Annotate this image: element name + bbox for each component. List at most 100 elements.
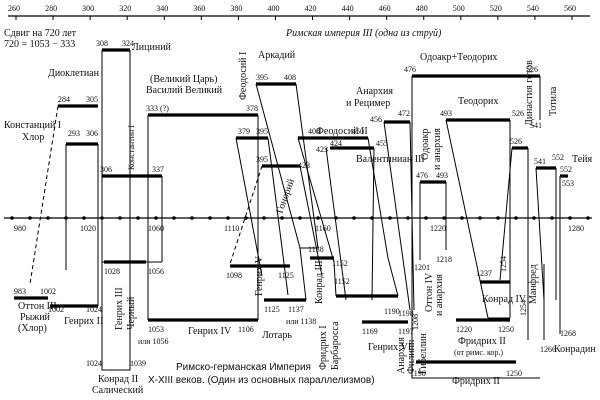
ruler-henry4-name: Генрих IV: [188, 326, 232, 337]
ruler-theodoric-left: [445, 119, 489, 319]
ruler-otto4-name: Оттон IV: [424, 272, 435, 312]
ruler-henry4-year-alt: или 1056: [138, 337, 169, 346]
connector-theodosius2-right-end: [387, 257, 399, 297]
ruler-constantius-year-start: 293: [68, 129, 80, 138]
caption-line2: X-XIII веков. (Один из основных параллел…: [148, 375, 375, 386]
ruler-arcadius-right: [295, 83, 319, 249]
ruler-otto4-year-start: 1201: [414, 263, 430, 272]
ruler-henry6-year-end: 1197: [398, 327, 414, 336]
ruler-anarchy-name2: и Рецимер: [346, 98, 390, 109]
ruler-honorius-dash: [229, 165, 263, 265]
ruler-teia-name: Тейя: [572, 154, 593, 165]
ruler-conrad4-year-start: 1237: [476, 269, 492, 278]
ruler-henry3-name2: Черный: [126, 296, 137, 330]
ruler-anarchy-year-start: 456: [370, 115, 382, 124]
middle-axis-dot: [406, 216, 410, 220]
middle-axis-dot: [514, 216, 518, 220]
ruler-theodosius-connector2: [267, 137, 289, 296]
middle-axis-dot: [316, 216, 320, 220]
ruler-honorius-year-start: 395: [256, 155, 268, 164]
ruler-henry5-year-start: 1098: [226, 271, 242, 280]
top-axis-tick-label: 280: [45, 4, 57, 13]
connector-theodosius2-barbarossa: [333, 261, 337, 297]
ruler-conrad3-year-start: 1138: [308, 245, 324, 254]
middle-axis-dot: [208, 216, 212, 220]
ruler-teia-year-start: 552: [560, 165, 572, 174]
ruler-odoacer-year-start: 476: [416, 171, 428, 180]
middle-axis-dot: [478, 216, 482, 220]
ruler-conradin-name: Конрадин: [554, 344, 596, 355]
ruler-valentinian-left: [325, 147, 347, 301]
ruler-constantine-year-end: 337: [152, 165, 164, 174]
ruler-conrad2-year-end: 1039: [130, 359, 146, 368]
ruler-constantine-name: Константин I: [127, 125, 136, 170]
ruler-odoacer-theodoric-frame: [411, 76, 540, 379]
ruler-teia-year-end: 553: [562, 179, 574, 188]
ruler-henry6-year-start: 1169: [362, 327, 378, 336]
ruler-odoacer-year-end: 493: [436, 171, 448, 180]
ruler-arcadius-year-start: 395: [256, 73, 268, 82]
ruler-basil-year-start: 333 (?): [146, 104, 169, 113]
ruler-henry2-year-end: 1024: [86, 305, 102, 314]
middle-axis-dot: [550, 216, 554, 220]
axis-label-980: 980: [14, 224, 26, 233]
ruler-otto4-name2: и анархия: [434, 274, 445, 316]
top-axis-tick-label: 400: [267, 4, 279, 13]
ruler-theodoric-name: Теодорих: [458, 96, 498, 107]
ruler-otto3-name2: Рыжий: [20, 312, 51, 323]
ruler-diocletian-dash: [29, 105, 59, 285]
middle-axis-dot: [10, 216, 14, 220]
ruler-theodosius-year-end: 395: [256, 127, 268, 136]
ruler-henry2-name: Генрих II: [64, 316, 103, 327]
ruler-honorius-year-end: 423: [298, 161, 310, 170]
axis-label-1020: 1020: [80, 224, 96, 233]
top-axis-tick-label: 440: [342, 4, 354, 13]
ruler-conrad2-year-start: 1024: [86, 359, 102, 368]
middle-axis-dot: [532, 216, 536, 220]
top-axis-tick-label: 360: [193, 4, 205, 13]
ruler-theodosius-year-start: 379: [238, 127, 250, 136]
middle-axis-dot: [460, 216, 464, 220]
ruler-conrad3-name: Конрад III: [314, 260, 325, 304]
ruler-gothic-name: Династия готов: [524, 60, 535, 126]
ruler-gothic-year-start: 526: [510, 137, 522, 146]
ruler-constantius-name2: Хлор: [22, 132, 44, 143]
ruler-philip-year-end: 1208: [411, 314, 420, 330]
ruler-barbarossa-year-end: 1190: [384, 307, 400, 316]
ruler-diocletian-year-start: 284: [58, 95, 70, 104]
ruler-odoacer-name: Одоакр: [420, 129, 431, 160]
ruler-valentinian-year-end: 455: [376, 139, 388, 148]
ruler-totila-left: [535, 167, 545, 301]
ruler-anarchy-left: [383, 121, 411, 311]
ruler-conrad2-name: Конрад II: [98, 374, 138, 385]
ruler-manfred-year-start: 1254: [519, 300, 528, 316]
ruler-gothic-year-end: 541: [530, 121, 542, 130]
ruler-philip-name3: Гибеллин: [418, 333, 429, 374]
ruler-frederick2-year-end: 1250: [506, 369, 522, 378]
ruler-frederick2-year-start: 1196: [410, 369, 426, 378]
middle-axis-dot: [262, 216, 266, 220]
middle-axis-dot: [244, 216, 248, 220]
ruler-philip-name2: Филипп: [406, 339, 417, 374]
ruler-frederick2r-name: Фридрих II: [458, 336, 506, 347]
middle-axis-dot: [298, 216, 302, 220]
ruler-theodosius2-year-start: 408: [308, 127, 320, 136]
ruler-anarchy-name: Анархия: [356, 86, 393, 97]
ruler-theodosius2-name: Феодосий II: [316, 126, 368, 137]
ruler-arcadius-name: Аркадий: [258, 50, 296, 61]
ruler-valentinian-year-b: 424: [330, 139, 342, 148]
middle-axis-dot: [46, 216, 50, 220]
middle-axis-dot: [586, 216, 590, 220]
ruler-gothic-left: [499, 147, 513, 281]
ruler-diocletian-year-end: 305: [86, 95, 98, 104]
middle-axis-dot: [496, 216, 500, 220]
middle-axis-dot: [352, 216, 356, 220]
middle-axis-dot: [136, 216, 140, 220]
ruler-manfred-name: Манфред: [528, 264, 539, 304]
top-axis-tick-label: 260: [8, 4, 20, 13]
ruler-odoacer-theodoric-year-end: 526: [526, 65, 538, 74]
ruler-theodoric-year-end: 526: [512, 109, 524, 118]
ruler-odoacer-name2: и анархия: [432, 128, 443, 170]
